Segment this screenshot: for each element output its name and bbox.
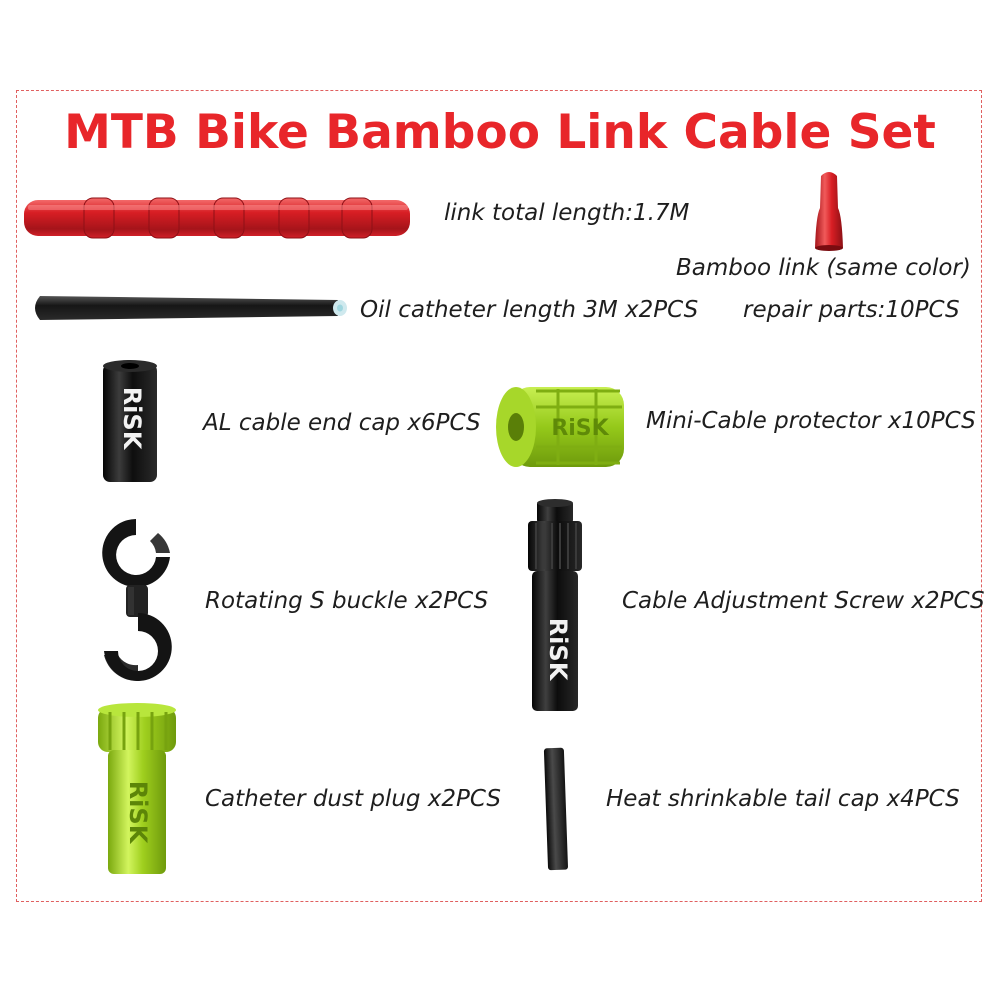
bamboo-link-length-label: link total length:1.7M [444,200,690,226]
dust-plug-logo: RiSK [124,781,152,845]
s-buckle-icon [102,519,172,682]
green-dust-plug-icon: RiSK [98,703,176,874]
protector-logo: RiSK [551,416,609,441]
mini-protector-label: Mini-Cable protector x10PCS [646,408,976,434]
page-title: MTB Bike Bamboo Link Cable Set [64,105,936,160]
dust-plug-label: Catheter dust plug x2PCS [205,786,502,812]
black-end-cap-icon: RiSK [103,360,157,482]
end-cap-logo: RiSK [118,387,146,451]
bamboo-link-same-color-label: Bamboo link (same color) [676,255,971,281]
s-buckle-label: Rotating S buckle x2PCS [205,588,489,614]
red-bamboo-link-tube-icon [24,197,410,239]
black-heat-shrink-tube-icon [543,747,568,871]
screw-logo: RiSK [544,618,572,682]
black-adjustment-screw-icon: RiSK [528,499,582,711]
heat-shrink-label: Heat shrinkable tail cap x4PCS [606,786,960,812]
end-cap-label: AL cable end cap x6PCS [203,410,481,436]
dashed-frame [16,90,982,902]
green-cable-protector-icon: RiSK [496,387,624,467]
oil-catheter-label: Oil catheter length 3M x2PCS [360,297,699,323]
adjustment-screw-label: Cable Adjustment Screw x2PCS [622,588,985,614]
black-hose-icon [35,296,347,320]
repair-parts-label: repair parts:10PCS [743,297,960,323]
red-bamboo-link-piece-icon [815,172,843,251]
